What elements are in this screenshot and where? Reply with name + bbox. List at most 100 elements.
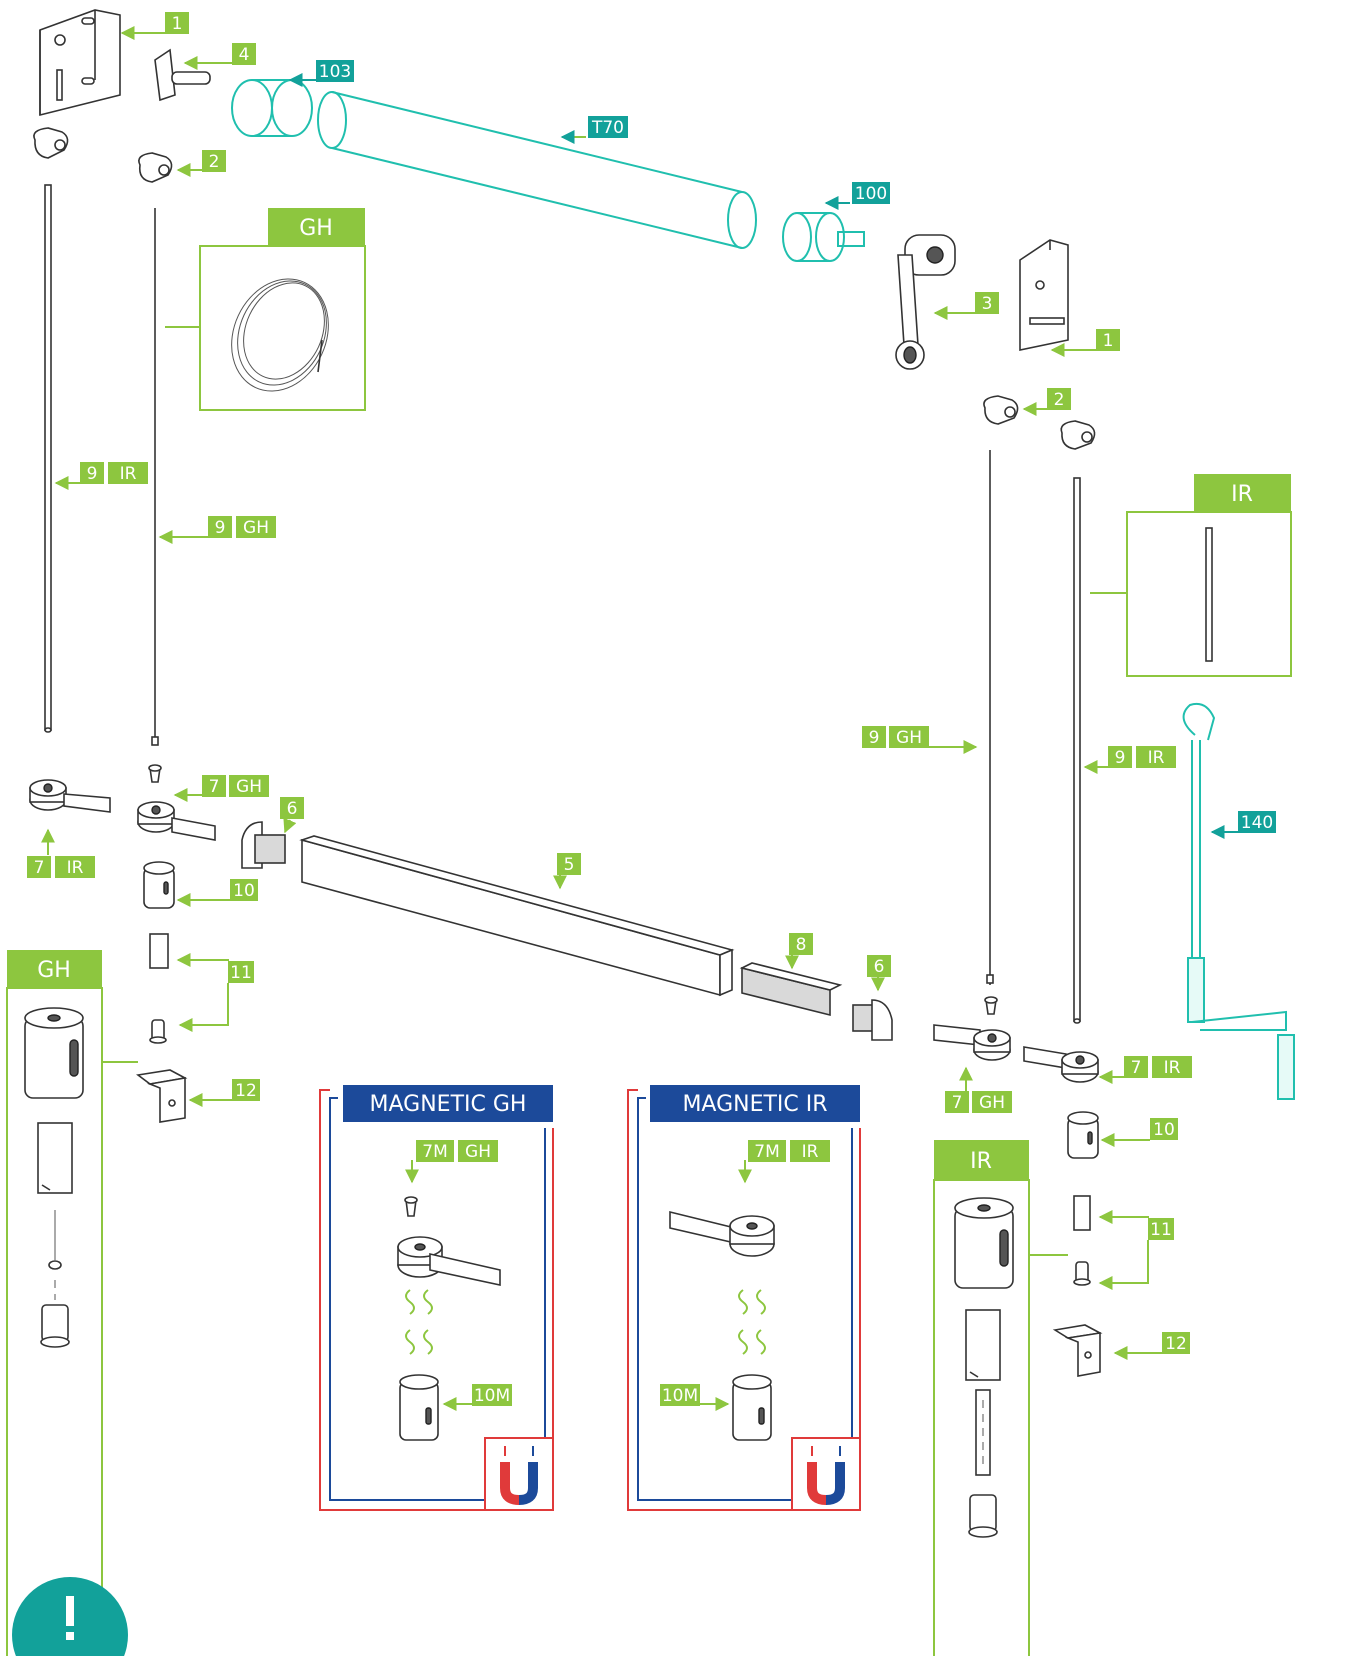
label-9-ir-right: 9 IR — [1083, 746, 1176, 774]
svg-text:10: 10 — [233, 881, 255, 901]
bracket-right — [1019, 239, 1069, 351]
tensioner-11-left — [149, 933, 169, 1044]
svg-text:IR: IR — [120, 464, 137, 484]
label-7-gh-right: 7 GH — [945, 1066, 1012, 1113]
label-6-left: 6 — [280, 797, 304, 834]
arm-7-gh-right — [933, 996, 1011, 1061]
label-11-left: 11 — [176, 953, 254, 1032]
arm-7-ir-right — [1023, 1046, 1099, 1083]
svg-text:140: 140 — [1241, 813, 1273, 833]
wire-gh-right — [986, 450, 994, 985]
svg-text:IR: IR — [67, 858, 84, 878]
floor-bracket-12-left — [136, 1069, 188, 1123]
svg-text:6: 6 — [874, 957, 885, 977]
label-7-ir-right: 7 IR — [1098, 1056, 1192, 1084]
end-ring-103 — [231, 79, 313, 137]
svg-text:MAGNETIC IR: MAGNETIC IR — [682, 1092, 827, 1117]
magnetic-ir-panel: MAGNETIC IR 7M IR 10M — [627, 1085, 861, 1511]
svg-text:GH: GH — [465, 1142, 491, 1162]
label-12-left: 12 — [188, 1079, 260, 1107]
bottom-rail-5 — [299, 835, 735, 997]
svg-text:1: 1 — [172, 14, 183, 34]
cap-left-b — [138, 152, 173, 183]
svg-text:5: 5 — [564, 855, 575, 875]
tensioner-11-right — [1073, 1195, 1091, 1286]
cap-left-a — [33, 127, 69, 159]
end-cap-6-left — [241, 821, 286, 869]
gh-wire-panel: GH — [165, 208, 366, 411]
svg-text:103: 103 — [319, 62, 351, 82]
svg-text:7: 7 — [1131, 1058, 1142, 1078]
svg-text:7M: 7M — [422, 1142, 447, 1162]
svg-text:10: 10 — [1153, 1120, 1175, 1140]
svg-text:GH: GH — [979, 1093, 1005, 1113]
gearbox-part — [895, 234, 956, 370]
label-10-left: 10 — [176, 879, 258, 907]
label-4: 4 — [183, 43, 256, 70]
svg-text:4: 4 — [239, 45, 250, 65]
holder-10-right — [1067, 1111, 1099, 1159]
gh-panel-bottom: GH — [6, 950, 138, 1656]
svg-text:6: 6 — [287, 799, 298, 819]
svg-text:100: 100 — [855, 184, 887, 204]
rod-ir-right — [1073, 477, 1081, 1024]
svg-text:1: 1 — [1103, 331, 1114, 351]
svg-text:11: 11 — [230, 963, 252, 983]
label-11-right: 11 — [1098, 1210, 1174, 1290]
svg-text:12: 12 — [235, 1081, 257, 1101]
clip-part — [154, 48, 211, 102]
svg-text:IR: IR — [970, 1149, 992, 1174]
label-1-top-left: 1 — [120, 12, 189, 40]
end-cap-6-right — [852, 999, 893, 1041]
ir-rod-panel: IR — [1090, 474, 1292, 677]
svg-text:IR: IR — [1231, 482, 1253, 507]
svg-text:MAGNETIC GH: MAGNETIC GH — [370, 1092, 527, 1117]
label-5: 5 — [553, 853, 581, 890]
svg-text:2: 2 — [1054, 390, 1065, 410]
label-6-right: 6 — [867, 955, 891, 992]
svg-text:7: 7 — [34, 858, 45, 878]
crank-handle-140 — [1182, 702, 1295, 1100]
label-9-ir-left: 9 IR — [54, 462, 148, 490]
svg-text:9: 9 — [87, 464, 98, 484]
cap-right-b — [1060, 420, 1096, 450]
svg-text:7: 7 — [209, 777, 220, 797]
svg-text:10M: 10M — [474, 1386, 510, 1406]
svg-text:T70: T70 — [591, 118, 624, 138]
svg-text:IR: IR — [1164, 1058, 1181, 1078]
label-2-left: 2 — [176, 150, 226, 177]
label-7-ir-left: 7 IR — [27, 828, 95, 878]
wire-gh-left — [151, 208, 159, 746]
svg-text:9: 9 — [1115, 748, 1126, 768]
label-2-right: 2 — [1022, 388, 1071, 416]
label-9-gh-right: 9 GH — [862, 726, 978, 754]
arm-7-gh-left — [137, 764, 216, 841]
svg-text:3: 3 — [982, 294, 993, 314]
tube-t70 — [317, 91, 757, 249]
label-t70: T70 — [560, 116, 628, 144]
bracket-left — [39, 9, 121, 117]
svg-text:GH: GH — [896, 728, 922, 748]
label-7-gh-left: 7 GH — [173, 775, 269, 802]
magnetic-gh-panel: MAGNETIC GH 7M GH 10M — [319, 1085, 554, 1511]
label-100: 100 — [824, 182, 890, 210]
svg-text:9: 9 — [869, 728, 880, 748]
exclamation-icon — [12, 1577, 128, 1656]
ir-panel-bottom: IR — [933, 1140, 1068, 1656]
arm-7-ir-left — [29, 779, 111, 813]
svg-text:GH: GH — [299, 216, 333, 241]
svg-text:7M: 7M — [754, 1142, 779, 1162]
svg-text:11: 11 — [1150, 1220, 1172, 1240]
holder-10-left — [143, 861, 175, 909]
svg-text:GH: GH — [243, 518, 269, 538]
label-9-gh-left: 9 GH — [158, 516, 276, 544]
rod-ir-left — [44, 184, 52, 733]
label-8: 8 — [785, 933, 813, 970]
weight-bar-8 — [739, 962, 843, 1017]
svg-text:10M: 10M — [662, 1386, 698, 1406]
label-140: 140 — [1210, 811, 1276, 839]
svg-text:GH: GH — [37, 958, 71, 983]
cap-right-a — [983, 395, 1019, 425]
svg-text:IR: IR — [802, 1142, 819, 1162]
